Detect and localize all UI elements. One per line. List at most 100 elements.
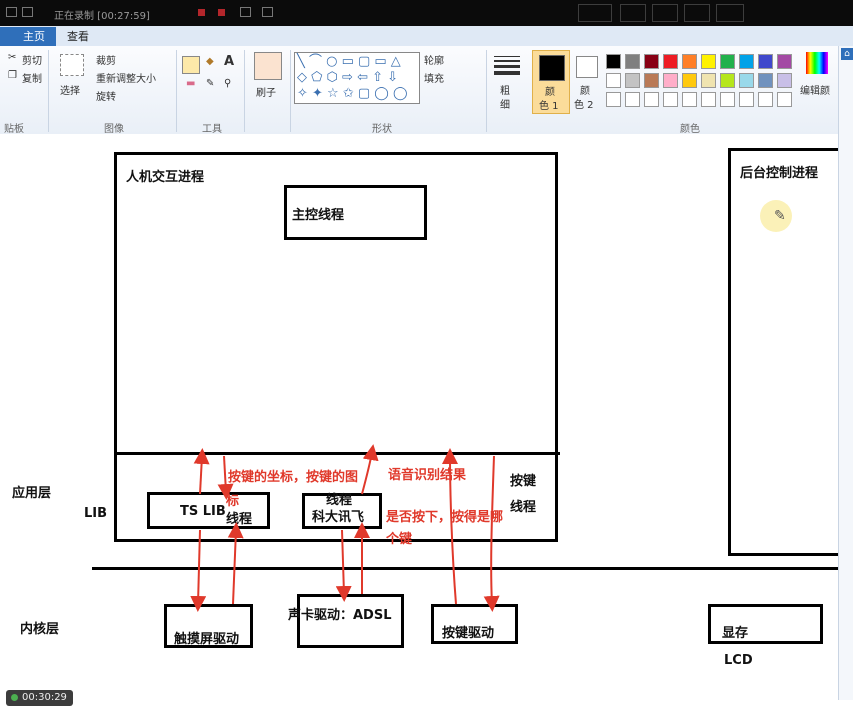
- cut-icon[interactable]: ✂: [8, 52, 17, 63]
- drawing-canvas[interactable]: 人机交互进程 主控线程 后台控制进程 ✎ 应用层 LIB 内核层 TS LIB …: [0, 134, 842, 694]
- key-driver-label: 按键驱动: [442, 626, 495, 641]
- tab-home[interactable]: 主页: [12, 27, 56, 46]
- custom-color-slot[interactable]: [625, 92, 640, 107]
- custom-color-slot[interactable]: [701, 92, 716, 107]
- color-picker-icon[interactable]: ✎: [206, 78, 215, 89]
- copy-icon[interactable]: ❐: [8, 70, 17, 81]
- size-label-1[interactable]: 粗: [500, 86, 510, 97]
- palette-swatch[interactable]: [682, 54, 697, 69]
- cut-button[interactable]: 剪切: [22, 56, 42, 67]
- lib-label: LIB: [84, 506, 108, 521]
- home-icon[interactable]: ⌂: [841, 48, 853, 60]
- save-icon[interactable]: [22, 7, 33, 17]
- custom-color-slot[interactable]: [739, 92, 754, 107]
- fill-bucket-icon[interactable]: ◆: [206, 56, 214, 67]
- record-settings-icon[interactable]: [262, 7, 273, 17]
- tab-view[interactable]: 查看: [67, 30, 89, 43]
- select-icon[interactable]: [60, 54, 84, 76]
- record-pause-icon[interactable]: [198, 9, 205, 16]
- edit-colors-button[interactable]: 编辑颜: [800, 86, 830, 97]
- voice-result-annotation: 语音识别结果: [388, 468, 467, 483]
- record-stop-icon[interactable]: [218, 9, 225, 16]
- shapes-gallery[interactable]: ╲ ⌒ ○ ▭ ▢ ▭ △ ◇ ⬠ ⬡ ⇨ ⇦ ⇧ ⇩ ✧ ✦ ☆ ✩ ▢ ◯ …: [294, 52, 420, 104]
- window-button-d[interactable]: [684, 4, 710, 22]
- outline-dropdown[interactable]: 轮廓: [424, 56, 444, 67]
- separator: [290, 50, 291, 132]
- pencil-cursor-icon: ✎: [774, 208, 786, 224]
- ts-down-arrow: [217, 455, 234, 500]
- ts-lib-box: [147, 492, 270, 529]
- resize-button[interactable]: 重新调整大小: [96, 74, 156, 85]
- magnifier-icon[interactable]: ⚲: [224, 78, 232, 89]
- palette-swatch[interactable]: [777, 54, 792, 69]
- palette-swatch[interactable]: [644, 73, 659, 88]
- palette-swatch[interactable]: [739, 54, 754, 69]
- palette-swatch[interactable]: [663, 54, 678, 69]
- palette-swatch[interactable]: [606, 54, 621, 69]
- framebuffer-label: 显存: [722, 626, 749, 641]
- custom-color-slot[interactable]: [606, 92, 621, 107]
- custom-color-slot[interactable]: [720, 92, 735, 107]
- voice-thread-label: 线程: [326, 493, 353, 508]
- custom-color-slot[interactable]: [758, 92, 773, 107]
- eraser-icon[interactable]: ▬: [186, 78, 196, 89]
- rotate-button[interactable]: 旋转: [96, 92, 116, 103]
- color1-label: 颜: [545, 87, 555, 98]
- custom-color-slot[interactable]: [663, 92, 678, 107]
- sound-down-arrow: [335, 529, 352, 602]
- pencil-icon[interactable]: [182, 56, 200, 74]
- palette-swatch[interactable]: [625, 54, 640, 69]
- separator: [176, 50, 177, 132]
- edit-colors-icon[interactable]: [806, 52, 828, 74]
- palette-swatch[interactable]: [758, 73, 773, 88]
- custom-color-slot[interactable]: [644, 92, 659, 107]
- ribbon-tabs: 主页 查看: [0, 26, 853, 47]
- color2-button[interactable]: 颜 色 2: [574, 50, 602, 114]
- crop-button[interactable]: 裁剪: [96, 56, 116, 67]
- window-button-e[interactable]: [716, 4, 744, 22]
- cursor-highlight: [760, 200, 792, 232]
- palette-swatch[interactable]: [739, 73, 754, 88]
- clipboard-group-label: 贴板: [4, 124, 24, 135]
- brush-icon[interactable]: [254, 52, 282, 80]
- separator: [244, 50, 245, 132]
- recording-timer-bar: 00:30:29: [0, 688, 853, 710]
- separator: [486, 50, 487, 132]
- voice-up-arrow: [361, 444, 379, 495]
- custom-color-slot[interactable]: [777, 92, 792, 107]
- backend-process-label: 后台控制进程: [740, 166, 819, 181]
- pressed-annotation: 是否按下，按得是哪: [386, 510, 504, 525]
- size-label-2[interactable]: 细: [500, 100, 510, 111]
- palette-swatch[interactable]: [625, 73, 640, 88]
- palette-swatch[interactable]: [720, 54, 735, 69]
- ribbon: ✂ 剪切 ❐ 复制 贴板 选择 裁剪 重新调整大小 旋转 图像 ◆ A ▬ ✎ …: [0, 46, 853, 135]
- palette-swatch[interactable]: [644, 54, 659, 69]
- touch-up-arrow: [227, 522, 244, 605]
- record-window-icon[interactable]: [240, 7, 251, 17]
- paint-app-icon: [6, 7, 17, 17]
- color1-button[interactable]: 颜 色 1: [532, 50, 570, 114]
- file-menu-button[interactable]: [0, 27, 12, 46]
- copy-button[interactable]: 复制: [22, 74, 42, 85]
- palette-swatch[interactable]: [606, 73, 621, 88]
- size-icon[interactable]: [494, 56, 520, 75]
- select-button[interactable]: 选择: [60, 86, 80, 97]
- brushes-button[interactable]: 刷子: [256, 88, 276, 99]
- kernel-divider: [92, 567, 838, 570]
- palette-swatch[interactable]: [720, 73, 735, 88]
- palette-swatch[interactable]: [663, 73, 678, 88]
- touch-driver-box: [164, 604, 253, 648]
- fill-dropdown[interactable]: 填充: [424, 74, 444, 85]
- palette-swatch[interactable]: [701, 54, 716, 69]
- window-button-a[interactable]: [578, 4, 612, 22]
- recording-dot-icon: [11, 694, 18, 701]
- window-button-b[interactable]: [620, 4, 646, 22]
- palette-swatch[interactable]: [758, 54, 773, 69]
- palette-swatch[interactable]: [682, 73, 697, 88]
- palette-swatch[interactable]: [701, 73, 716, 88]
- text-tool-icon[interactable]: A: [224, 54, 235, 69]
- custom-color-slot[interactable]: [682, 92, 697, 107]
- hmi-process-label: 人机交互进程: [126, 170, 205, 185]
- palette-swatch[interactable]: [777, 73, 792, 88]
- window-button-c[interactable]: [652, 4, 678, 22]
